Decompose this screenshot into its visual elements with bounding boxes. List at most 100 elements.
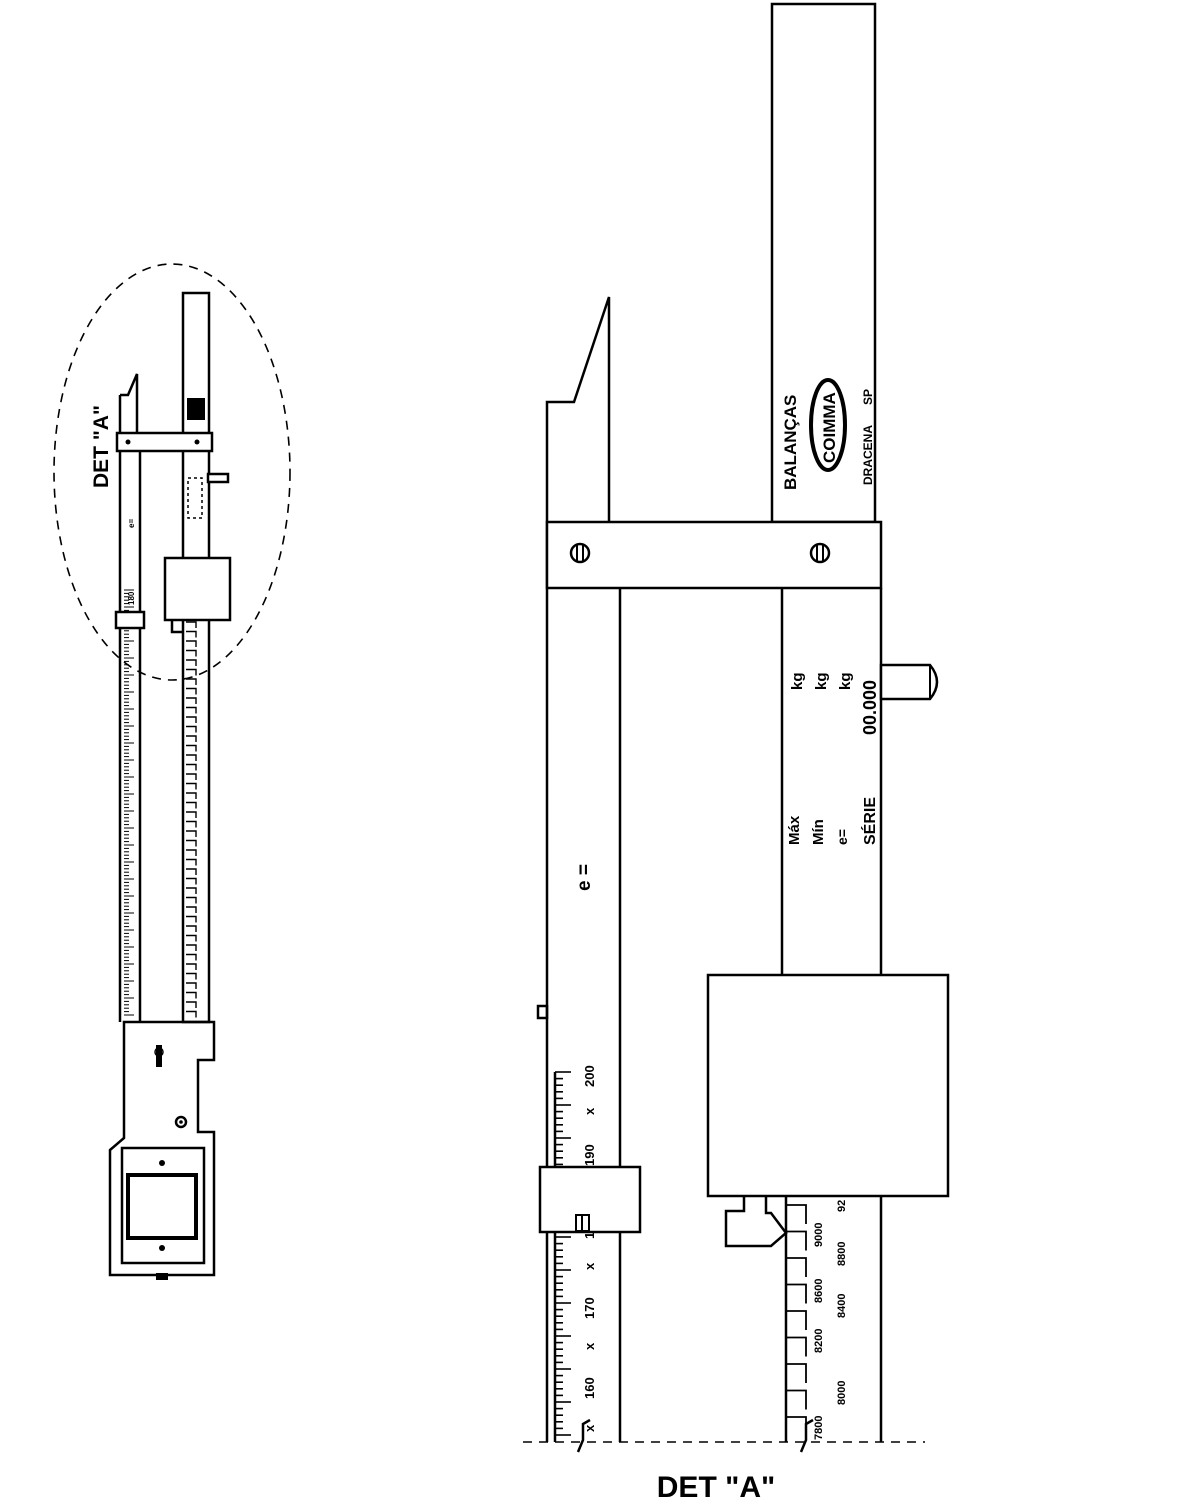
coarse-knob <box>206 472 230 484</box>
screw-head-icon <box>809 542 831 564</box>
overview-coarse-notch <box>186 782 197 790</box>
coarse-scale-notch <box>786 1310 807 1330</box>
screw-head-icon <box>569 542 591 564</box>
cross-bar-screw-icon <box>194 439 200 445</box>
coarse-scale-label: 9000 <box>813 1223 825 1247</box>
coarse-beam <box>181 291 211 1024</box>
overview-assembly: e= 180 DET "A" <box>53 263 291 1280</box>
overview-coarse-notch <box>186 906 197 913</box>
fine-beam-ticks <box>124 589 134 1016</box>
coarse-beam-notches <box>186 621 197 1018</box>
overview-coarse-notch <box>186 801 197 809</box>
overview-coarse-notch <box>186 849 197 856</box>
detail-fine-beam-stud <box>536 1004 549 1020</box>
brand-logo-text: COIMMA <box>820 392 839 463</box>
fine-scale-label: 200 <box>582 1065 597 1087</box>
overview-coarse-notch <box>186 972 197 980</box>
detail-caption: DET "A" <box>657 1471 775 1503</box>
detail-a-assembly: x160x170x180x190x200 e = BALANÇAS COI <box>523 2 950 1503</box>
break-line-icon <box>576 1418 591 1453</box>
overview-coarse-notch <box>186 754 197 761</box>
overview-coarse-notch <box>186 868 197 875</box>
plate-min-label: Mín <box>810 819 827 845</box>
fine-scale-ticks <box>555 1071 571 1436</box>
overview-coarse-notch <box>186 925 197 932</box>
fine-scale-label: 190 <box>582 1144 597 1166</box>
overview-detail-label: DET "A" <box>90 405 113 488</box>
sliding-weight-icon <box>163 556 232 622</box>
coarse-scale-notch <box>786 1283 807 1304</box>
coarse-scale-label: 8200 <box>813 1329 825 1353</box>
bolt-icon <box>174 1115 188 1129</box>
overview-coarse-notch <box>186 896 197 904</box>
plate-serial: 00.000 <box>860 680 880 735</box>
base-marking <box>154 1045 164 1067</box>
fine-scale-label: x <box>582 1262 597 1270</box>
coarse-scale-label: 8800 <box>836 1242 848 1266</box>
overview-coarse-notch <box>186 640 197 647</box>
overview-beam-mark: e= <box>127 519 136 528</box>
fine-scale-labels: x160x170x180x190x200 <box>582 1065 597 1432</box>
overview-coarse-notch <box>186 687 197 695</box>
brand-logo: COIMMA <box>809 378 847 472</box>
overview-coarse-notch <box>186 744 197 752</box>
overview-beam-mark: 180 <box>127 591 136 605</box>
detail-callout-ellipse <box>53 263 291 681</box>
overview-coarse-notch <box>186 820 197 828</box>
plate-min-unit: kg <box>813 672 830 690</box>
base-window <box>120 1146 206 1265</box>
fine-scale-label: x <box>582 1424 597 1432</box>
brand-state: SP <box>861 389 875 405</box>
overview-coarse-notch <box>186 982 197 989</box>
overview-coarse-notch <box>186 668 197 676</box>
weight-pointer-hook <box>724 1196 788 1248</box>
coarse-scale-label: 92 <box>836 1200 848 1212</box>
fine-scale-label: x <box>582 1107 597 1115</box>
coarse-scale-notch <box>786 1416 807 1436</box>
overview-coarse-notch <box>186 830 197 837</box>
detail-cross-bar <box>545 520 883 590</box>
overview-coarse-notch <box>186 659 197 666</box>
load-plate <box>126 1173 198 1240</box>
overview-coarse-notch <box>186 858 197 866</box>
fine-beam-tip <box>120 373 139 445</box>
knob-icon <box>879 663 939 701</box>
overview-coarse-notch <box>186 963 197 970</box>
overview-coarse-notch <box>186 991 197 999</box>
base-foot <box>156 1273 168 1280</box>
fine-rider <box>114 610 146 630</box>
overview-coarse-notch <box>186 697 197 704</box>
overview-coarse-notch <box>186 773 197 780</box>
sliding-weight-icon <box>706 973 950 1198</box>
pivot-bottom-icon <box>159 1245 165 1251</box>
weight-pointer <box>170 620 184 634</box>
overview-coarse-notch <box>186 678 197 685</box>
plate-max-unit: kg <box>789 672 806 690</box>
overview-coarse-notch <box>186 725 197 733</box>
coarse-scale-notch <box>786 1230 807 1251</box>
fine-scale-label: x <box>582 1342 597 1350</box>
plate-serie-label: SÉRIE <box>860 797 879 845</box>
plate-max-label: Máx <box>786 815 803 845</box>
coarse-scale-notches <box>786 1204 807 1436</box>
overview-coarse-notch <box>186 811 197 818</box>
plate-e-unit: kg <box>837 672 854 690</box>
coarse-scale-notch <box>786 1257 807 1277</box>
coarse-scale-notch <box>786 1389 807 1410</box>
coarse-scale-notch <box>786 1363 807 1383</box>
overview-coarse-notch <box>186 763 197 771</box>
overview-coarse-notch <box>186 887 197 894</box>
detail-fine-beam-tip <box>545 296 611 1442</box>
overview-coarse-notch <box>186 716 197 723</box>
plate-e-label: e= <box>834 829 850 845</box>
bolt-icon <box>179 1120 183 1124</box>
brand-city: DRACENA <box>861 425 875 485</box>
overview-coarse-notch <box>186 1001 197 1008</box>
overview-coarse-notch <box>186 839 197 847</box>
coarse-scale-label: 8600 <box>813 1279 825 1303</box>
break-line-icon <box>799 1418 814 1453</box>
coarse-scale-label: 8400 <box>836 1294 848 1318</box>
overview-coarse-notch <box>186 944 197 951</box>
fine-scale-label: 160 <box>582 1377 597 1399</box>
